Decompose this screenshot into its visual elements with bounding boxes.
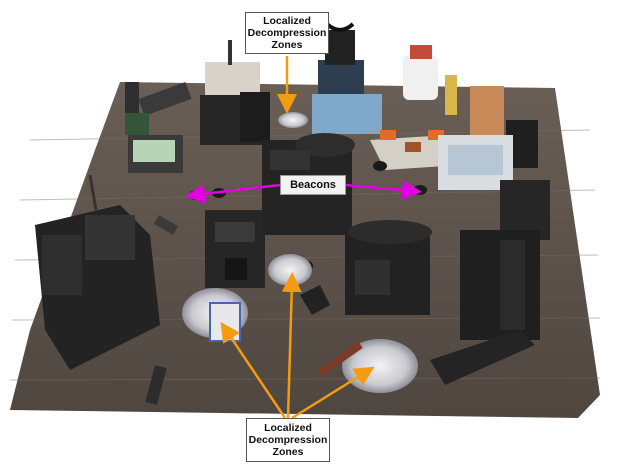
decompression-zone-center bbox=[268, 254, 312, 286]
girder-front bbox=[317, 341, 363, 377]
decompression-zones-label-bottom: Localized Decompression Zones bbox=[246, 418, 330, 462]
gear-marker bbox=[300, 285, 330, 315]
building-center bbox=[262, 133, 355, 235]
stair-tower-right bbox=[430, 230, 540, 385]
beacons-label: Beacons bbox=[280, 175, 346, 195]
barrier-left bbox=[145, 365, 167, 405]
robot-statue bbox=[403, 45, 438, 100]
crate-building bbox=[470, 86, 504, 136]
beacon-arrow-right bbox=[345, 180, 422, 201]
building-left-large bbox=[35, 174, 160, 370]
label-line: Decompression bbox=[248, 434, 328, 446]
zone-arrow-center bbox=[281, 272, 302, 419]
golden-spire bbox=[445, 75, 457, 115]
building-back-left bbox=[200, 40, 270, 145]
decompression-zones-label-top: Localized Decompression Zones bbox=[245, 12, 329, 54]
building-right-mid bbox=[438, 135, 550, 240]
label-line: Zones bbox=[271, 39, 303, 51]
label-line: Zones bbox=[272, 446, 304, 458]
crane-structure bbox=[125, 81, 192, 135]
label-line: Localized bbox=[263, 15, 311, 27]
market-stalls bbox=[370, 130, 460, 170]
barrier-mid bbox=[153, 215, 179, 235]
zone-arrow-left bbox=[220, 321, 287, 419]
beacon-arrow-left bbox=[185, 183, 281, 204]
label-text: Beacons bbox=[290, 179, 336, 191]
building-center-small bbox=[205, 210, 265, 288]
central-tower bbox=[312, 22, 382, 134]
zone-arrow-right bbox=[291, 366, 375, 420]
decompression-zone-back bbox=[278, 112, 308, 128]
label-line: Decompression bbox=[247, 27, 327, 39]
building-left-mid bbox=[128, 135, 183, 173]
label-line: Localized bbox=[264, 422, 312, 434]
container-crate bbox=[209, 302, 241, 342]
building-center-right bbox=[345, 220, 432, 315]
